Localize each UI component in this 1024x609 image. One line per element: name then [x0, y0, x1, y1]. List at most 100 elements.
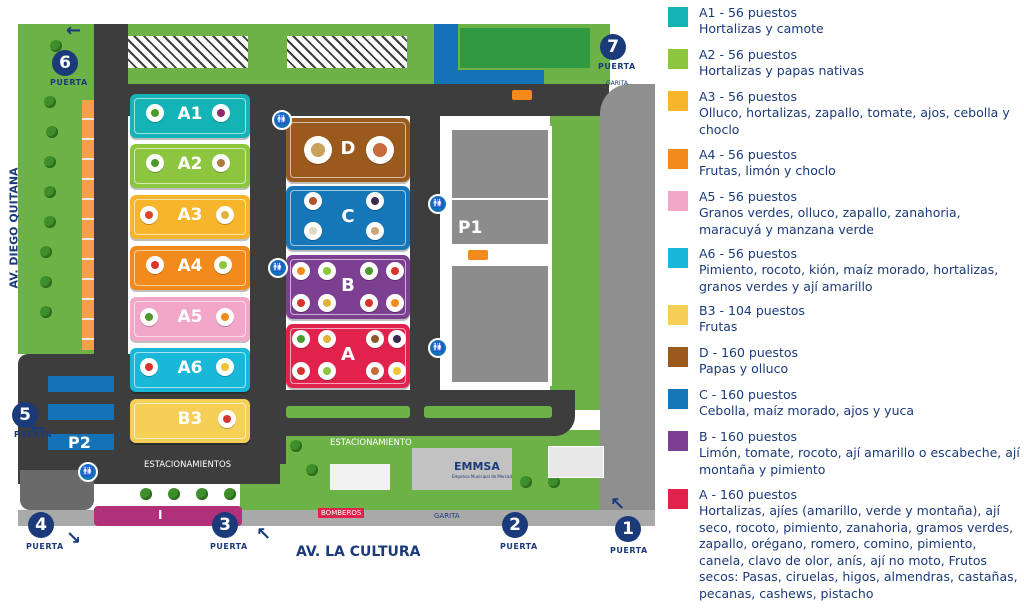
- stall-a2[interactable]: A2: [130, 144, 250, 188]
- tree-icon: [44, 96, 56, 108]
- door-7-label: PUERTA: [598, 62, 636, 71]
- produce-icon: [146, 104, 164, 122]
- emmsa-logo: EMMSA: [454, 460, 500, 473]
- stall-b-label: B: [341, 275, 355, 296]
- door-2-marker[interactable]: 2: [502, 512, 528, 538]
- legend-swatch: [668, 49, 688, 69]
- restroom-icon: 🚻: [78, 462, 98, 482]
- legend-title: B - 160 puestos: [699, 429, 797, 444]
- door-3-label: PUERTA: [210, 542, 248, 551]
- tree-icon: [46, 126, 58, 138]
- produce-icon: [304, 192, 322, 210]
- door-1-marker[interactable]: 1: [615, 516, 641, 542]
- legend-swatch: [668, 431, 688, 451]
- produce-icon: [304, 222, 322, 240]
- legend-desc: Hortalizas y camote: [699, 21, 824, 36]
- tree-icon: [44, 156, 56, 168]
- legend-desc: Frutas, limón y choclo: [699, 163, 836, 178]
- legend-title: D - 160 puestos: [699, 345, 799, 360]
- tree-icon: [40, 276, 52, 288]
- stall-a4-label: A4: [177, 256, 203, 276]
- tree-icon: [290, 440, 302, 452]
- exit-arrow-icon: ←: [66, 20, 82, 41]
- stall-i-label: I: [158, 508, 163, 522]
- blue-building-base: [434, 70, 544, 86]
- produce-icon: [212, 104, 230, 122]
- legend-swatch: [668, 347, 688, 367]
- p2-parking-slot: [48, 434, 114, 450]
- produce-icon: [388, 330, 406, 348]
- sports-field: [548, 446, 604, 478]
- stall-a2-label: A2: [177, 154, 203, 174]
- legend-desc: Limón, tomate, rocoto, ají amarillo o es…: [699, 445, 1020, 477]
- restroom-icon: 🚻: [268, 258, 288, 278]
- produce-icon: [292, 262, 310, 280]
- door-5-marker[interactable]: 5: [12, 402, 38, 428]
- legend-desc: Granos verdes, olluco, zapallo, zanahori…: [699, 205, 961, 237]
- produce-icon: [140, 308, 158, 326]
- p1-label: P1: [458, 218, 483, 238]
- p2-parking-slot: [48, 376, 114, 392]
- restroom-icon: 🚻: [428, 194, 448, 214]
- legend-title: A6 - 56 puestos: [699, 246, 797, 261]
- restroom-icon: 🚻: [272, 110, 292, 130]
- produce-icon: [140, 358, 158, 376]
- legend-desc: Frutas: [699, 319, 738, 334]
- door-6-marker[interactable]: 6: [52, 50, 78, 76]
- p2-parking-slot: [48, 404, 114, 420]
- exit-arrow-icon: ↘: [66, 528, 82, 549]
- tree-icon: [44, 216, 56, 228]
- tree-icon: [548, 476, 560, 488]
- legend-title: A - 160 puestos: [699, 487, 797, 502]
- tree-icon: [168, 488, 180, 500]
- legend-title: A3 - 56 puestos: [699, 89, 797, 104]
- produce-icon: [146, 154, 164, 172]
- fire-station-label: BOMBEROS: [318, 508, 365, 518]
- door-7-marker[interactable]: 7: [600, 34, 626, 60]
- produce-icon: [146, 256, 164, 274]
- produce-icon: [366, 222, 384, 240]
- road-vertical-right-mid: [410, 84, 440, 424]
- produce-icon: [386, 262, 404, 280]
- stall-a5-label: A5: [177, 307, 203, 327]
- door-6-label: PUERTA: [50, 78, 88, 87]
- tree-icon: [196, 488, 208, 500]
- legend-swatch: [668, 191, 688, 211]
- parking-label-top: ESTACIONAMIENTO: [330, 438, 412, 448]
- produce-icon: [214, 256, 232, 274]
- produce-icon: [292, 362, 310, 380]
- small-building: [330, 464, 390, 490]
- produce-icon: [366, 330, 384, 348]
- stall-a-label: A: [341, 344, 355, 365]
- produce-icon: [388, 362, 406, 380]
- door-5-label: PUERTA: [14, 430, 52, 439]
- legend-title: A5 - 56 puestos: [699, 189, 797, 204]
- produce-icon: [218, 410, 236, 428]
- legend-swatch: [668, 91, 688, 111]
- door-3-marker[interactable]: 3: [212, 512, 238, 538]
- door-4-marker[interactable]: 4: [28, 512, 54, 538]
- door-2-label: PUERTA: [500, 542, 538, 551]
- door-4-label: PUERTA: [26, 542, 64, 551]
- produce-icon: [292, 294, 310, 312]
- garita-label-bottom: GARITA: [434, 512, 460, 520]
- p1-block-3: [452, 266, 548, 382]
- p1-block-2: [452, 200, 548, 244]
- legend-swatch: [668, 305, 688, 325]
- produce-icon: [360, 262, 378, 280]
- legend-desc: Olluco, hortalizas, zapallo, tomate, ajo…: [699, 105, 1010, 137]
- market-map: EN CONSTRUCCION P1 A1 A2 A3 A4 A5 A6 B3 …: [7, 20, 655, 560]
- legend-desc: Papas y olluco: [699, 361, 789, 376]
- legend-title: B3 - 104 puestos: [699, 303, 805, 318]
- stall-i[interactable]: I: [94, 506, 242, 526]
- road-gray-band: [600, 84, 655, 514]
- emmsa-building: [412, 448, 512, 490]
- produce-icon: [140, 206, 158, 224]
- produce-icon: [360, 294, 378, 312]
- tree-icon: [520, 476, 532, 488]
- truck-icon-p1: [468, 250, 488, 260]
- produce-icon: [216, 358, 234, 376]
- produce-icon: [366, 136, 394, 164]
- produce-icon: [212, 154, 230, 172]
- legend-desc: Hortalizas, ajíes (amarillo, verde y mon…: [699, 503, 1018, 601]
